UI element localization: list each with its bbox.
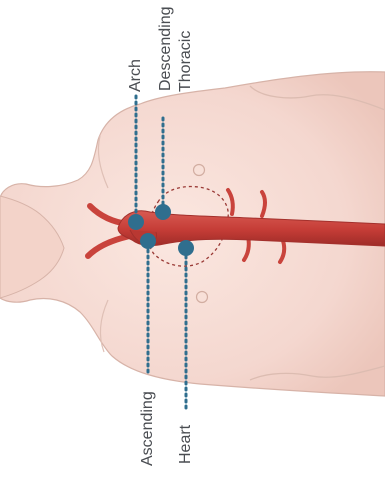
- ascending-marker: [140, 233, 156, 249]
- heart-marker: [178, 240, 194, 256]
- descending-label-line2: Thoracic: [178, 31, 194, 92]
- ascending-label: Ascending: [140, 391, 156, 466]
- arch-marker: [128, 214, 144, 230]
- descending-marker: [155, 204, 171, 220]
- descending-label-line1: Descending: [158, 7, 174, 92]
- arch-label: Arch: [128, 59, 144, 92]
- heart-label: Heart: [178, 425, 194, 464]
